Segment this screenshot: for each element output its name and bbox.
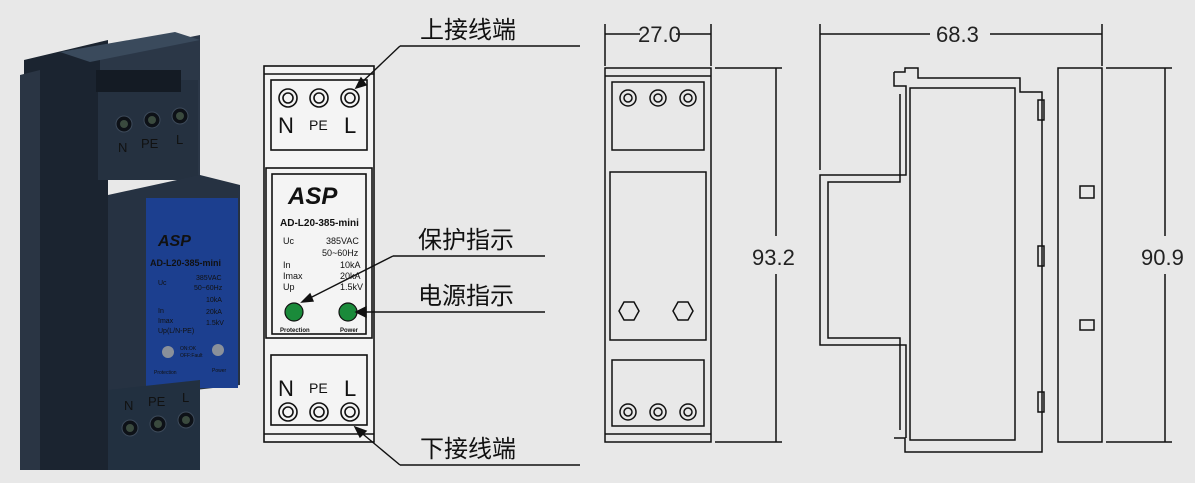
front-led-protection	[284, 302, 304, 322]
dim-depth: 68.3	[936, 22, 979, 47]
photo-label-l-bottom: L	[182, 390, 189, 405]
photo-spec-imax: 20kA	[206, 309, 222, 316]
front-protection-label: Protection	[280, 328, 310, 334]
front-spec-key-up: Up	[283, 282, 295, 292]
front-spec-up: 1.5kV	[340, 282, 363, 292]
callout-power-indicator: 电源指示	[418, 282, 514, 310]
front-led-power	[338, 302, 358, 322]
photo-brand: ASP	[157, 233, 191, 250]
front-label-pe-bottom: PE	[309, 380, 328, 396]
front-label-pe-top: PE	[309, 117, 328, 133]
front-label-l-top: L	[344, 113, 356, 138]
photo-spec-uc: 385VAC	[196, 275, 222, 282]
dim-side-height: 90.9	[1141, 245, 1184, 270]
front-spec-uc: 385VAC	[326, 236, 359, 246]
photo-label-n-top: N	[118, 140, 127, 155]
photo-spec-key-uc: Uc	[158, 280, 167, 287]
photo-model: AD-L20-385-mini	[150, 258, 221, 268]
front-spec-key-imax: Imax	[283, 271, 303, 281]
photo-status-off: OFF:Fault	[180, 353, 203, 359]
callout-upper-terminal: 上接线端	[420, 16, 516, 44]
photo-spec-key-in: In	[158, 308, 164, 315]
dimension-front-view	[604, 24, 782, 443]
photo-protection-label: Protection	[154, 370, 177, 376]
photo-status-on: ON:OK	[180, 346, 197, 352]
dim-width: 27.0	[638, 22, 681, 47]
photo-label-n-bottom: N	[124, 398, 133, 413]
photo-spec-key-imax: Imax	[158, 318, 174, 325]
photo-power-label: Power	[212, 368, 227, 374]
dim-height: 93.2	[752, 245, 795, 270]
photo-spec-up: 1.5kV	[206, 320, 224, 327]
front-power-label: Power	[340, 328, 359, 334]
photo-label-l-top: L	[176, 132, 183, 147]
front-view-drawing	[263, 65, 375, 443]
callout-protection-indicator: 保护指示	[418, 226, 514, 254]
front-spec-in: 10kA	[340, 260, 361, 270]
front-bottom-screws	[278, 402, 360, 422]
front-spec-freq: 50~60Hz	[322, 248, 359, 258]
front-label-l-bottom: L	[344, 376, 356, 401]
photo-top-screws	[115, 107, 189, 133]
front-brand: ASP	[287, 183, 338, 210]
photo-led-power	[212, 344, 224, 356]
front-spec-key-in: In	[283, 260, 291, 270]
callouts	[300, 45, 580, 466]
callout-lower-terminal: 下接线端	[420, 435, 516, 463]
photo-spec-key-up: Up(L/N-PE)	[158, 328, 194, 335]
photo-led-protection	[162, 346, 174, 358]
front-label-n-top: N	[278, 113, 294, 138]
photo-blue-label	[146, 198, 238, 388]
device-photo: N PE L ASP AD-L20-385-mini Uc 385VAC 50~…	[20, 32, 240, 470]
photo-bottom-screws	[121, 411, 195, 437]
photo-spec-freq: 50~60Hz	[194, 285, 223, 292]
photo-label-pe-bottom: PE	[148, 394, 166, 409]
photo-label-pe-top: PE	[141, 136, 159, 151]
front-top-screws	[278, 88, 360, 108]
front-label-n-bottom: N	[278, 376, 294, 401]
front-spec-key-uc: Uc	[283, 236, 294, 246]
front-spec-imax: 20kA	[340, 271, 361, 281]
dimension-side-view	[819, 24, 1172, 453]
front-model: AD-L20-385-mini	[280, 218, 359, 229]
photo-spec-in: 10kA	[206, 297, 222, 304]
